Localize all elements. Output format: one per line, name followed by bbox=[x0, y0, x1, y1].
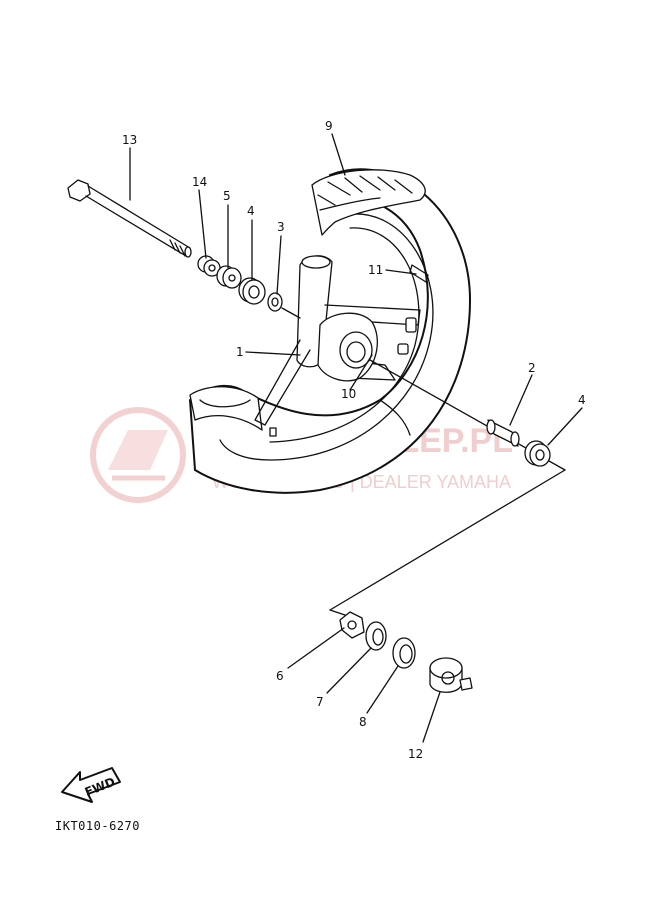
watermark-logo-icon bbox=[90, 407, 186, 503]
hub-assembly bbox=[254, 255, 429, 437]
diagram-code: IKT010-6270 bbox=[55, 819, 140, 833]
label-11: 11 bbox=[368, 263, 383, 277]
left-parts bbox=[197, 255, 301, 319]
axle bbox=[67, 179, 192, 258]
label-1: 1 bbox=[236, 345, 244, 359]
label-13: 13 bbox=[122, 133, 137, 147]
label-4-right: 4 bbox=[578, 393, 586, 407]
lower-parts bbox=[339, 611, 473, 693]
label-10: 10 bbox=[341, 387, 356, 401]
label-7: 7 bbox=[316, 695, 324, 709]
label-3: 3 bbox=[277, 220, 285, 234]
label-8: 8 bbox=[359, 715, 367, 729]
label-4-left: 4 bbox=[247, 204, 255, 218]
label-5: 5 bbox=[223, 189, 231, 203]
label-2: 2 bbox=[528, 361, 536, 375]
label-14: 14 bbox=[192, 175, 207, 189]
assembly-line bbox=[329, 469, 566, 611]
label-9: 9 bbox=[325, 119, 333, 133]
label-12: 12 bbox=[408, 747, 423, 761]
part-labels: 13 14 5 4 3 9 11 1 10 2 4 6 7 8 12 bbox=[122, 119, 586, 761]
leader-lines bbox=[129, 133, 583, 743]
label-6: 6 bbox=[276, 669, 284, 683]
right-parts bbox=[369, 359, 566, 471]
fwd-arrow-icon: FWD bbox=[61, 767, 121, 803]
